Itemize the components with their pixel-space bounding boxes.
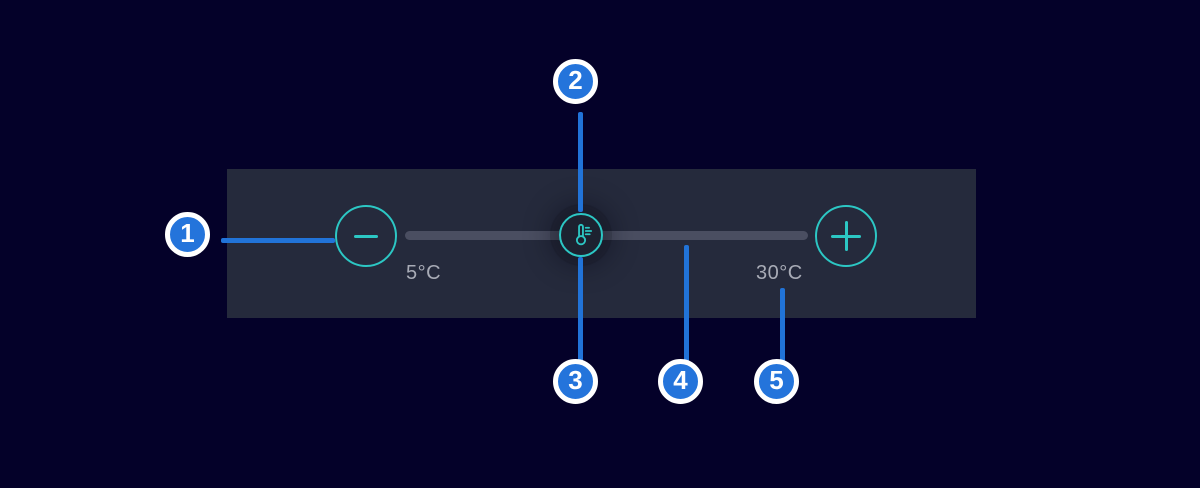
callout-number: 3 <box>568 365 583 395</box>
callout-badge-3: 3 <box>553 359 598 404</box>
increase-button[interactable] <box>815 205 877 267</box>
plus-icon <box>831 221 861 251</box>
callout-number: 4 <box>673 365 688 395</box>
callout-number: 2 <box>568 65 583 95</box>
minus-icon <box>354 234 378 238</box>
callout-line-1 <box>221 238 335 243</box>
callout-line-5 <box>780 288 785 362</box>
callout-line-3 <box>578 257 583 362</box>
slider-handle[interactable] <box>559 213 603 257</box>
slider-track[interactable] <box>405 231 808 240</box>
max-value-label: 30°C <box>756 262 803 284</box>
decrease-button[interactable] <box>335 205 397 267</box>
min-value-label: 5°C <box>406 262 442 284</box>
callout-badge-4: 4 <box>658 359 703 404</box>
callout-number: 1 <box>180 218 195 248</box>
callout-badge-2: 2 <box>553 59 598 104</box>
callout-number: 5 <box>769 365 784 395</box>
callout-badge-5: 5 <box>754 359 799 404</box>
callout-badge-1: 1 <box>165 212 210 257</box>
callout-line-2 <box>578 112 583 212</box>
thermometer-icon <box>575 223 593 246</box>
callout-line-4 <box>684 245 689 362</box>
